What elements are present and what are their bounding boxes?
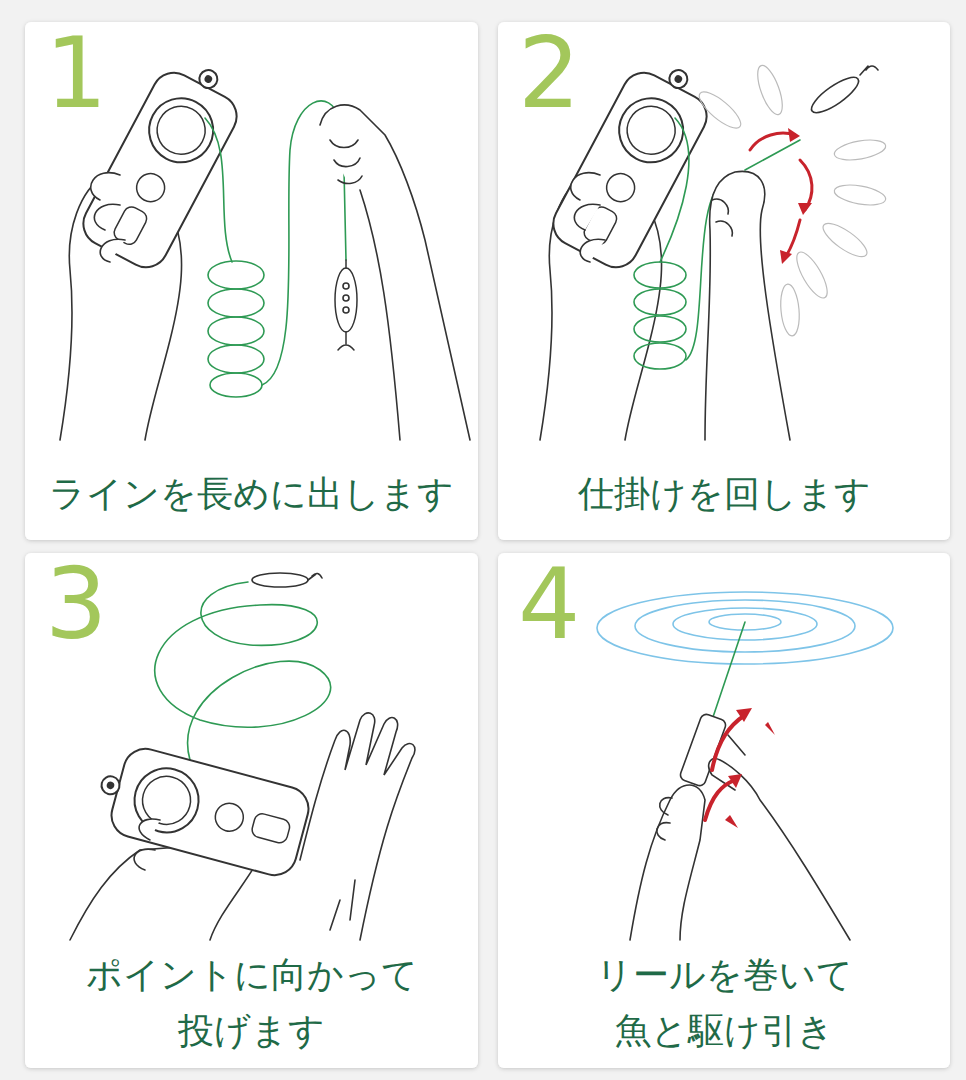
step-panel: 1 ラインを長めに出します (25, 22, 478, 540)
step-caption: 仕掛けを回します (504, 466, 944, 522)
step-caption: ポイントに向かって 投げます (77, 947, 427, 1059)
step-number: 4 (518, 551, 580, 659)
panel3-art (70, 573, 415, 940)
step-panel: 2 仕掛けを回します (498, 22, 950, 540)
step-panel: 4 リールを巻いて 魚と駆け引き (498, 553, 950, 1068)
panel2-art (540, 50, 887, 440)
step-caption: リールを巻いて 魚と駆け引き (574, 947, 874, 1059)
step-caption: ラインを長めに出します (32, 466, 472, 522)
panel1-art (60, 50, 470, 440)
step-number: 2 (518, 20, 580, 128)
step-number: 3 (45, 551, 107, 659)
step-number: 1 (45, 20, 107, 128)
step-panel: 3 ポイントに向かって 投げます (25, 553, 478, 1068)
panel4-art (597, 592, 893, 940)
cards (25, 22, 950, 1068)
